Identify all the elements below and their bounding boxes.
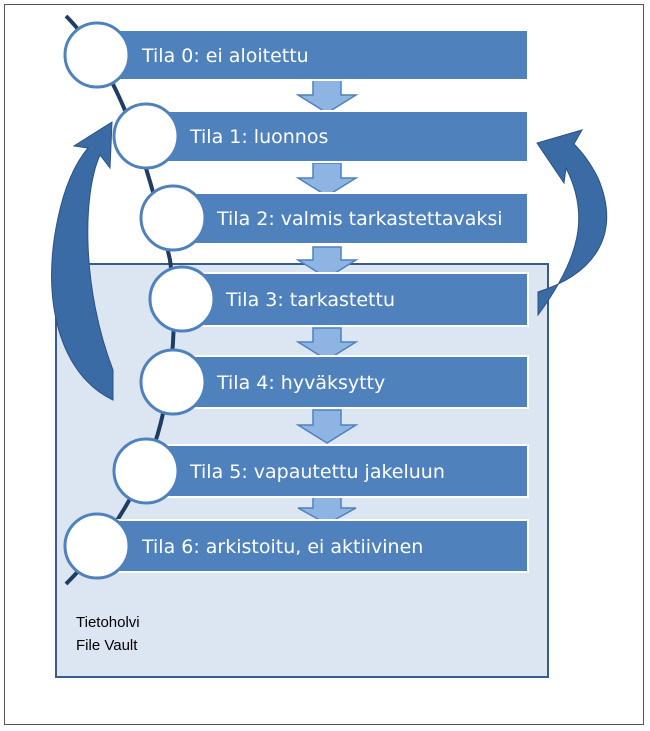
stage-circle — [63, 21, 131, 89]
down-arrow-icon — [295, 327, 359, 361]
stage-circle — [112, 102, 180, 170]
down-arrow-icon — [295, 409, 359, 444]
down-arrow-icon — [297, 496, 357, 525]
down-arrow-icon — [295, 246, 359, 279]
stage-bar — [171, 192, 529, 245]
curved-return-arrow-right-icon — [536, 129, 608, 317]
vault-name-english: File Vault — [76, 637, 138, 654]
stage-label: Tila 6: arkistoitu, ei aktiivinen — [141, 536, 423, 558]
stage-bar — [145, 444, 529, 498]
stage-circle — [148, 265, 216, 333]
stage-label: Tila 4: hyväksytty — [216, 372, 385, 394]
stage-label: Tila 0: ei aloitettu — [141, 45, 309, 67]
vault-name-finnish: Tietoholvi — [76, 614, 140, 631]
stage-label: Tila 3: tarkastettu — [225, 289, 395, 311]
stage-circle — [63, 512, 131, 580]
down-arrow-icon — [295, 79, 359, 114]
stage-label: Tila 1: luonnos — [189, 126, 328, 148]
stage-circle — [139, 184, 207, 252]
curved-return-arrow-left-icon — [51, 121, 114, 401]
down-arrows — [295, 79, 359, 525]
stage-bar — [172, 355, 529, 409]
down-arrow-icon — [295, 162, 359, 197]
stage-circle — [139, 348, 207, 416]
stage-label: Tila 2: valmis tarkastettavaksi — [216, 208, 503, 230]
stage-bar — [181, 272, 529, 327]
stage-label: Tila 5: vapautettu jakeluun — [189, 461, 445, 483]
stage-circle — [112, 437, 180, 505]
stage-bar — [96, 519, 529, 573]
